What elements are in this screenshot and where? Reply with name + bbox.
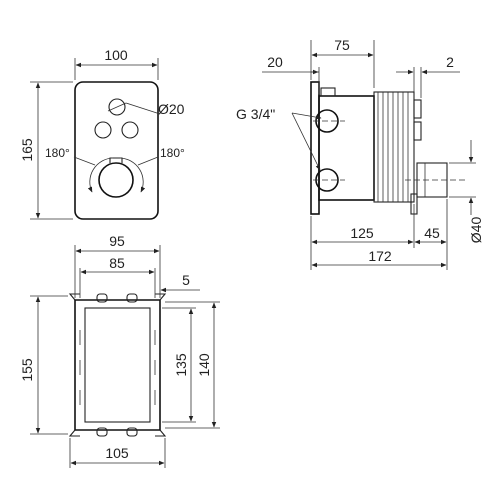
- dim-2-label: 2: [446, 54, 454, 70]
- button-top-icon: [108, 98, 126, 116]
- side-view: G 3/4" 75 20 2 125 45 172 Ø40: [236, 37, 484, 270]
- dim-172-label: 172: [368, 248, 392, 264]
- mounting-plate: [310, 81, 320, 215]
- knob-indicator-icon: [109, 157, 123, 163]
- dim-140-label: 140: [196, 353, 212, 377]
- dim-85-label: 85: [109, 255, 125, 271]
- thread-label: G 3/4": [236, 106, 275, 122]
- angle-left-leader: [73, 156, 96, 166]
- angle-left-label: 180°: [45, 146, 70, 160]
- button-diameter-label: Ø20: [158, 101, 185, 117]
- button-right-icon: [121, 121, 139, 139]
- angle-right-label: 180°: [160, 146, 185, 160]
- rotation-arc-left-icon: [87, 157, 114, 193]
- valve-body: [318, 95, 375, 201]
- box-side-marks: [79, 330, 156, 405]
- faceplate-outline: [74, 81, 159, 220]
- front-clip-top: [413, 99, 422, 119]
- front-view: 100 165 Ø20 180° 180°: [19, 47, 185, 220]
- box-lugs: [68, 293, 167, 437]
- box-outer-frame: [74, 299, 161, 431]
- dim-45-label: 45: [424, 225, 440, 241]
- dim-125-label: 125: [350, 225, 374, 241]
- dim-width-label: 100: [104, 47, 128, 63]
- dim-75-label: 75: [334, 37, 350, 53]
- dim-135-label: 135: [173, 353, 189, 377]
- knob-icon: [98, 162, 134, 198]
- box-inner-frame: [84, 307, 151, 423]
- dim-d40-label: Ø40: [468, 217, 484, 244]
- dim-5-label: 5: [182, 272, 190, 288]
- dim-height-label: 165: [19, 138, 35, 162]
- sleeve-ribs: [377, 92, 409, 202]
- rotation-arc-right-icon: [119, 157, 146, 193]
- front-clip-bottom: [413, 121, 422, 141]
- angle-right-leader: [137, 156, 159, 166]
- ribbed-sleeve: [373, 91, 415, 203]
- dim-155-label: 155: [19, 358, 35, 382]
- diameter-leader: [125, 102, 161, 115]
- button-left-icon: [94, 121, 112, 139]
- box-view: 95 85 5 155 135 140 105: [19, 233, 220, 468]
- thread-leader-bottom: [291, 112, 321, 171]
- thread-leader-top: [291, 112, 322, 120]
- top-stub: [320, 87, 336, 97]
- dim-20-label: 20: [267, 54, 283, 70]
- diameter-leader-2: [107, 102, 127, 112]
- dim-95-label: 95: [109, 233, 125, 249]
- dim-105-label: 105: [105, 445, 129, 461]
